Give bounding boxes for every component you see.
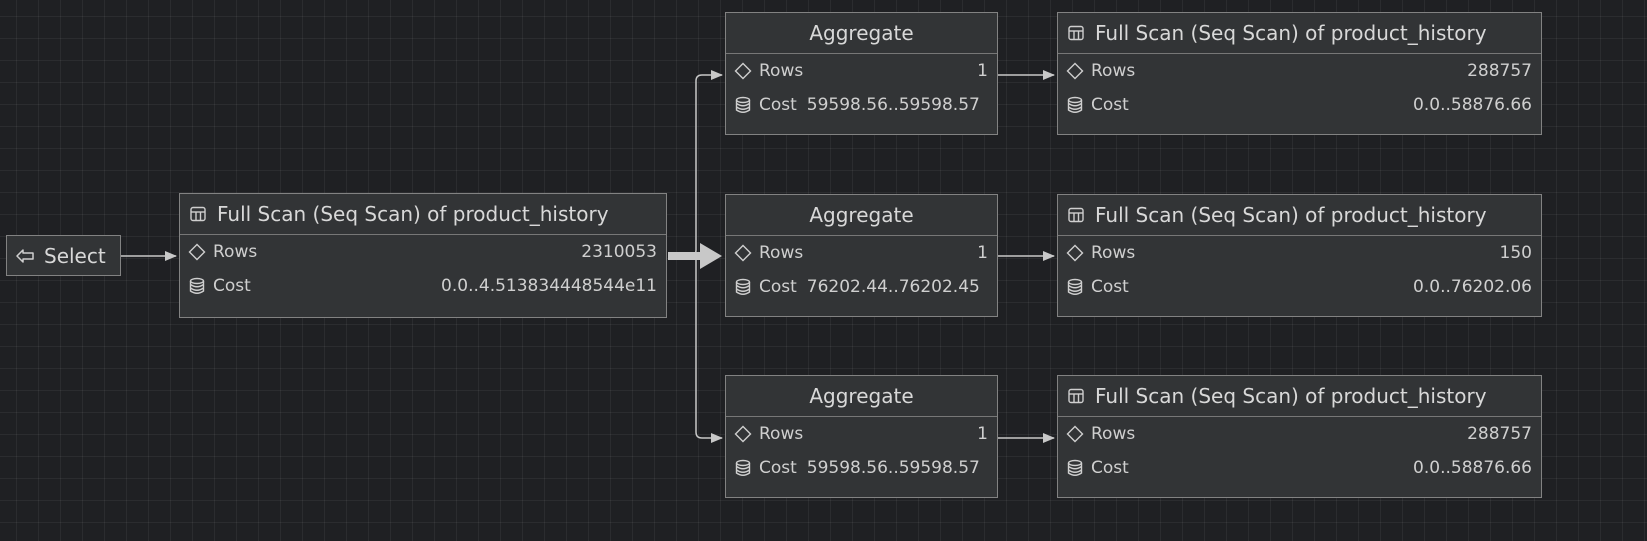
select-node[interactable]: Select [6,235,121,276]
node-header: Full Scan (Seq Scan) of product_history [1058,13,1541,54]
arrow-left-icon [15,248,35,264]
database-icon [734,278,752,296]
plan-node-scan-mid[interactable]: Full Scan (Seq Scan) of product_history … [1057,194,1542,317]
cost-row: Cost 0.0..76202.06 [1058,270,1541,304]
diamond-icon [1066,425,1084,443]
cost-row: Cost 59598.56..59598.57 [726,451,997,485]
database-icon [734,459,752,477]
rows-label: Rows [1091,61,1136,81]
rows-row: Rows 150 [1058,236,1541,270]
cost-row: Cost 76202.44..76202.45 [726,270,997,304]
node-title: Full Scan (Seq Scan) of product_history [1095,384,1487,408]
node-title: Aggregate [809,203,914,227]
cost-row: Cost 0.0..58876.66 [1058,451,1541,485]
cost-value: 0.0..76202.06 [1413,277,1532,297]
node-header: Aggregate [726,13,997,54]
rows-value: 150 [1499,243,1532,263]
rows-label: Rows [759,424,804,444]
node-header: Full Scan (Seq Scan) of product_history [1058,376,1541,417]
node-header: Full Scan (Seq Scan) of product_history [1058,195,1541,236]
cost-label: Cost [1091,277,1129,297]
database-icon [188,277,206,295]
table-icon [189,205,207,223]
rows-value: 1 [977,61,988,81]
rows-row: Rows 1 [726,54,997,88]
diamond-icon [734,244,752,262]
plan-node-aggregate-bottom[interactable]: Aggregate Rows 1 Cost 59598.56..59598.57 [725,375,998,498]
cost-value: 0.0..58876.66 [1413,95,1532,115]
diamond-icon [1066,244,1084,262]
rows-value: 2310053 [581,242,657,262]
cost-label: Cost [1091,95,1129,115]
rows-row: Rows 1 [726,236,997,270]
plan-node-scan-top[interactable]: Full Scan (Seq Scan) of product_history … [1057,12,1542,135]
node-header: Aggregate [726,376,997,417]
cost-row: Cost 59598.56..59598.57 [726,88,997,122]
rows-row: Rows 288757 [1058,54,1541,88]
database-icon [1066,96,1084,114]
rows-label: Rows [759,243,804,263]
edge-scan-to-agg-bot [695,256,723,443]
cost-value: 0.0..58876.66 [1413,458,1532,478]
plan-node-aggregate-top[interactable]: Aggregate Rows 1 Cost 59598.56..59598.57 [725,12,998,135]
diamond-icon [1066,62,1084,80]
table-icon [1067,24,1085,42]
plan-node-root-scan[interactable]: Full Scan (Seq Scan) of product_history … [179,193,667,318]
edge-scan-to-agg-top [668,70,723,257]
rows-value: 1 [977,424,988,444]
cost-row: Cost 0.0..4.513834448544e11 [180,269,666,303]
cost-value: 59598.56..59598.57 [806,95,980,115]
rows-label: Rows [1091,243,1136,263]
rows-label: Rows [759,61,804,81]
rows-label: Rows [1091,424,1136,444]
node-title: Full Scan (Seq Scan) of product_history [217,202,609,226]
rows-row: Rows 2310053 [180,235,666,269]
database-icon [734,96,752,114]
cost-label: Cost [759,458,797,478]
cost-value: 76202.44..76202.45 [806,277,980,297]
diamond-icon [734,62,752,80]
cost-label: Cost [1091,458,1129,478]
rows-label: Rows [213,242,258,262]
diamond-icon [734,425,752,443]
node-title: Full Scan (Seq Scan) of product_history [1095,203,1487,227]
rows-value: 288757 [1467,61,1532,81]
database-icon [1066,459,1084,477]
database-icon [1066,278,1084,296]
cost-value: 59598.56..59598.57 [806,458,980,478]
rows-row: Rows 288757 [1058,417,1541,451]
rows-value: 1 [977,243,988,263]
cost-label: Cost [759,95,797,115]
cost-label: Cost [759,277,797,297]
select-label: Select [44,243,106,268]
cost-label: Cost [213,276,251,296]
node-header: Aggregate [726,195,997,236]
edge-scan-to-agg-mid [668,243,722,269]
rows-value: 288757 [1467,424,1532,444]
node-header: Full Scan (Seq Scan) of product_history [180,194,666,235]
table-icon [1067,387,1085,405]
cost-row: Cost 0.0..58876.66 [1058,88,1541,122]
table-icon [1067,206,1085,224]
node-title: Aggregate [809,21,914,45]
cost-value: 0.0..4.513834448544e11 [441,276,657,296]
diamond-icon [188,243,206,261]
plan-node-scan-bottom[interactable]: Full Scan (Seq Scan) of product_history … [1057,375,1542,498]
node-title: Full Scan (Seq Scan) of product_history [1095,21,1487,45]
plan-node-aggregate-mid[interactable]: Aggregate Rows 1 Cost 76202.44..76202.45 [725,194,998,317]
rows-row: Rows 1 [726,417,997,451]
node-title: Aggregate [809,384,914,408]
